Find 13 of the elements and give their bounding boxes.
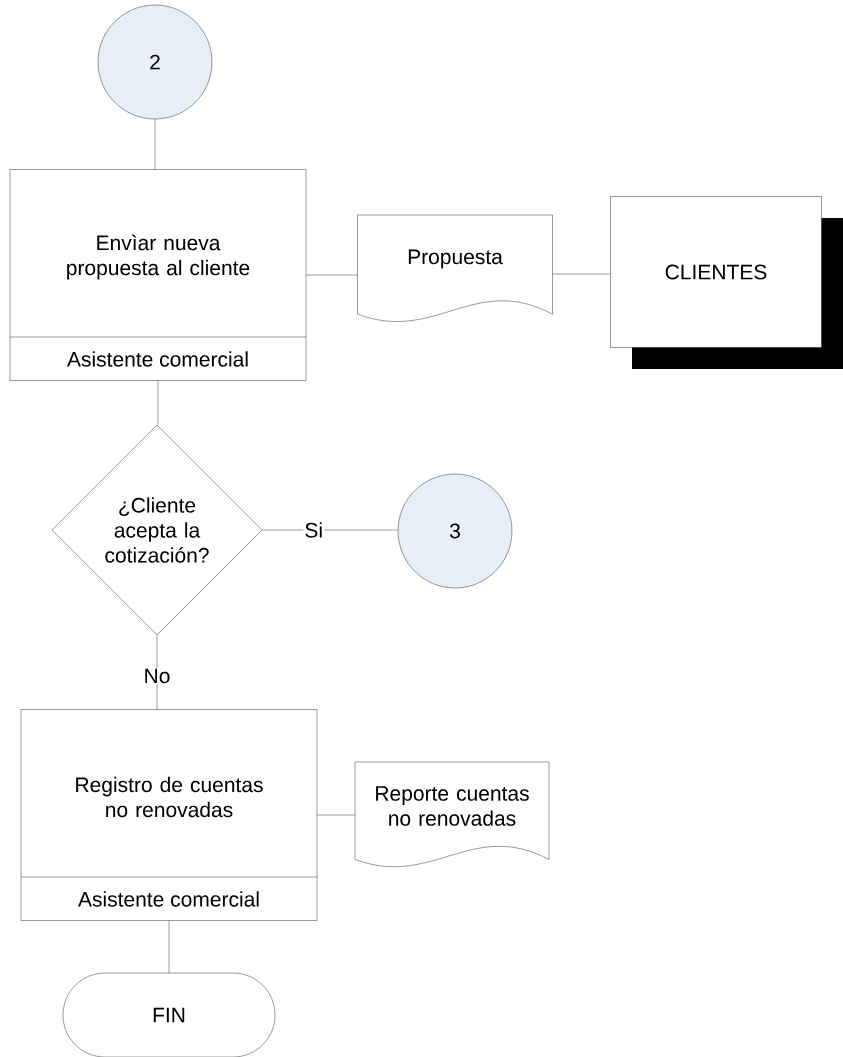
connector-line xyxy=(168,920,170,973)
process-box: Registro de cuentas no renovadas Asistente comercial xyxy=(20,709,318,921)
connector-line xyxy=(306,274,358,276)
connector-line xyxy=(154,119,156,170)
connector-line xyxy=(317,814,355,816)
edge-label: Si xyxy=(303,521,325,539)
connector-line xyxy=(156,635,158,710)
connector-line xyxy=(552,273,611,275)
edge-label: No xyxy=(142,667,172,685)
process-box: Envìar nueva propuesta al cliente Asistente comercial xyxy=(9,169,307,381)
connector-line xyxy=(262,529,398,531)
connector-line xyxy=(157,380,159,425)
entity-box: CLIENTES xyxy=(610,196,843,369)
